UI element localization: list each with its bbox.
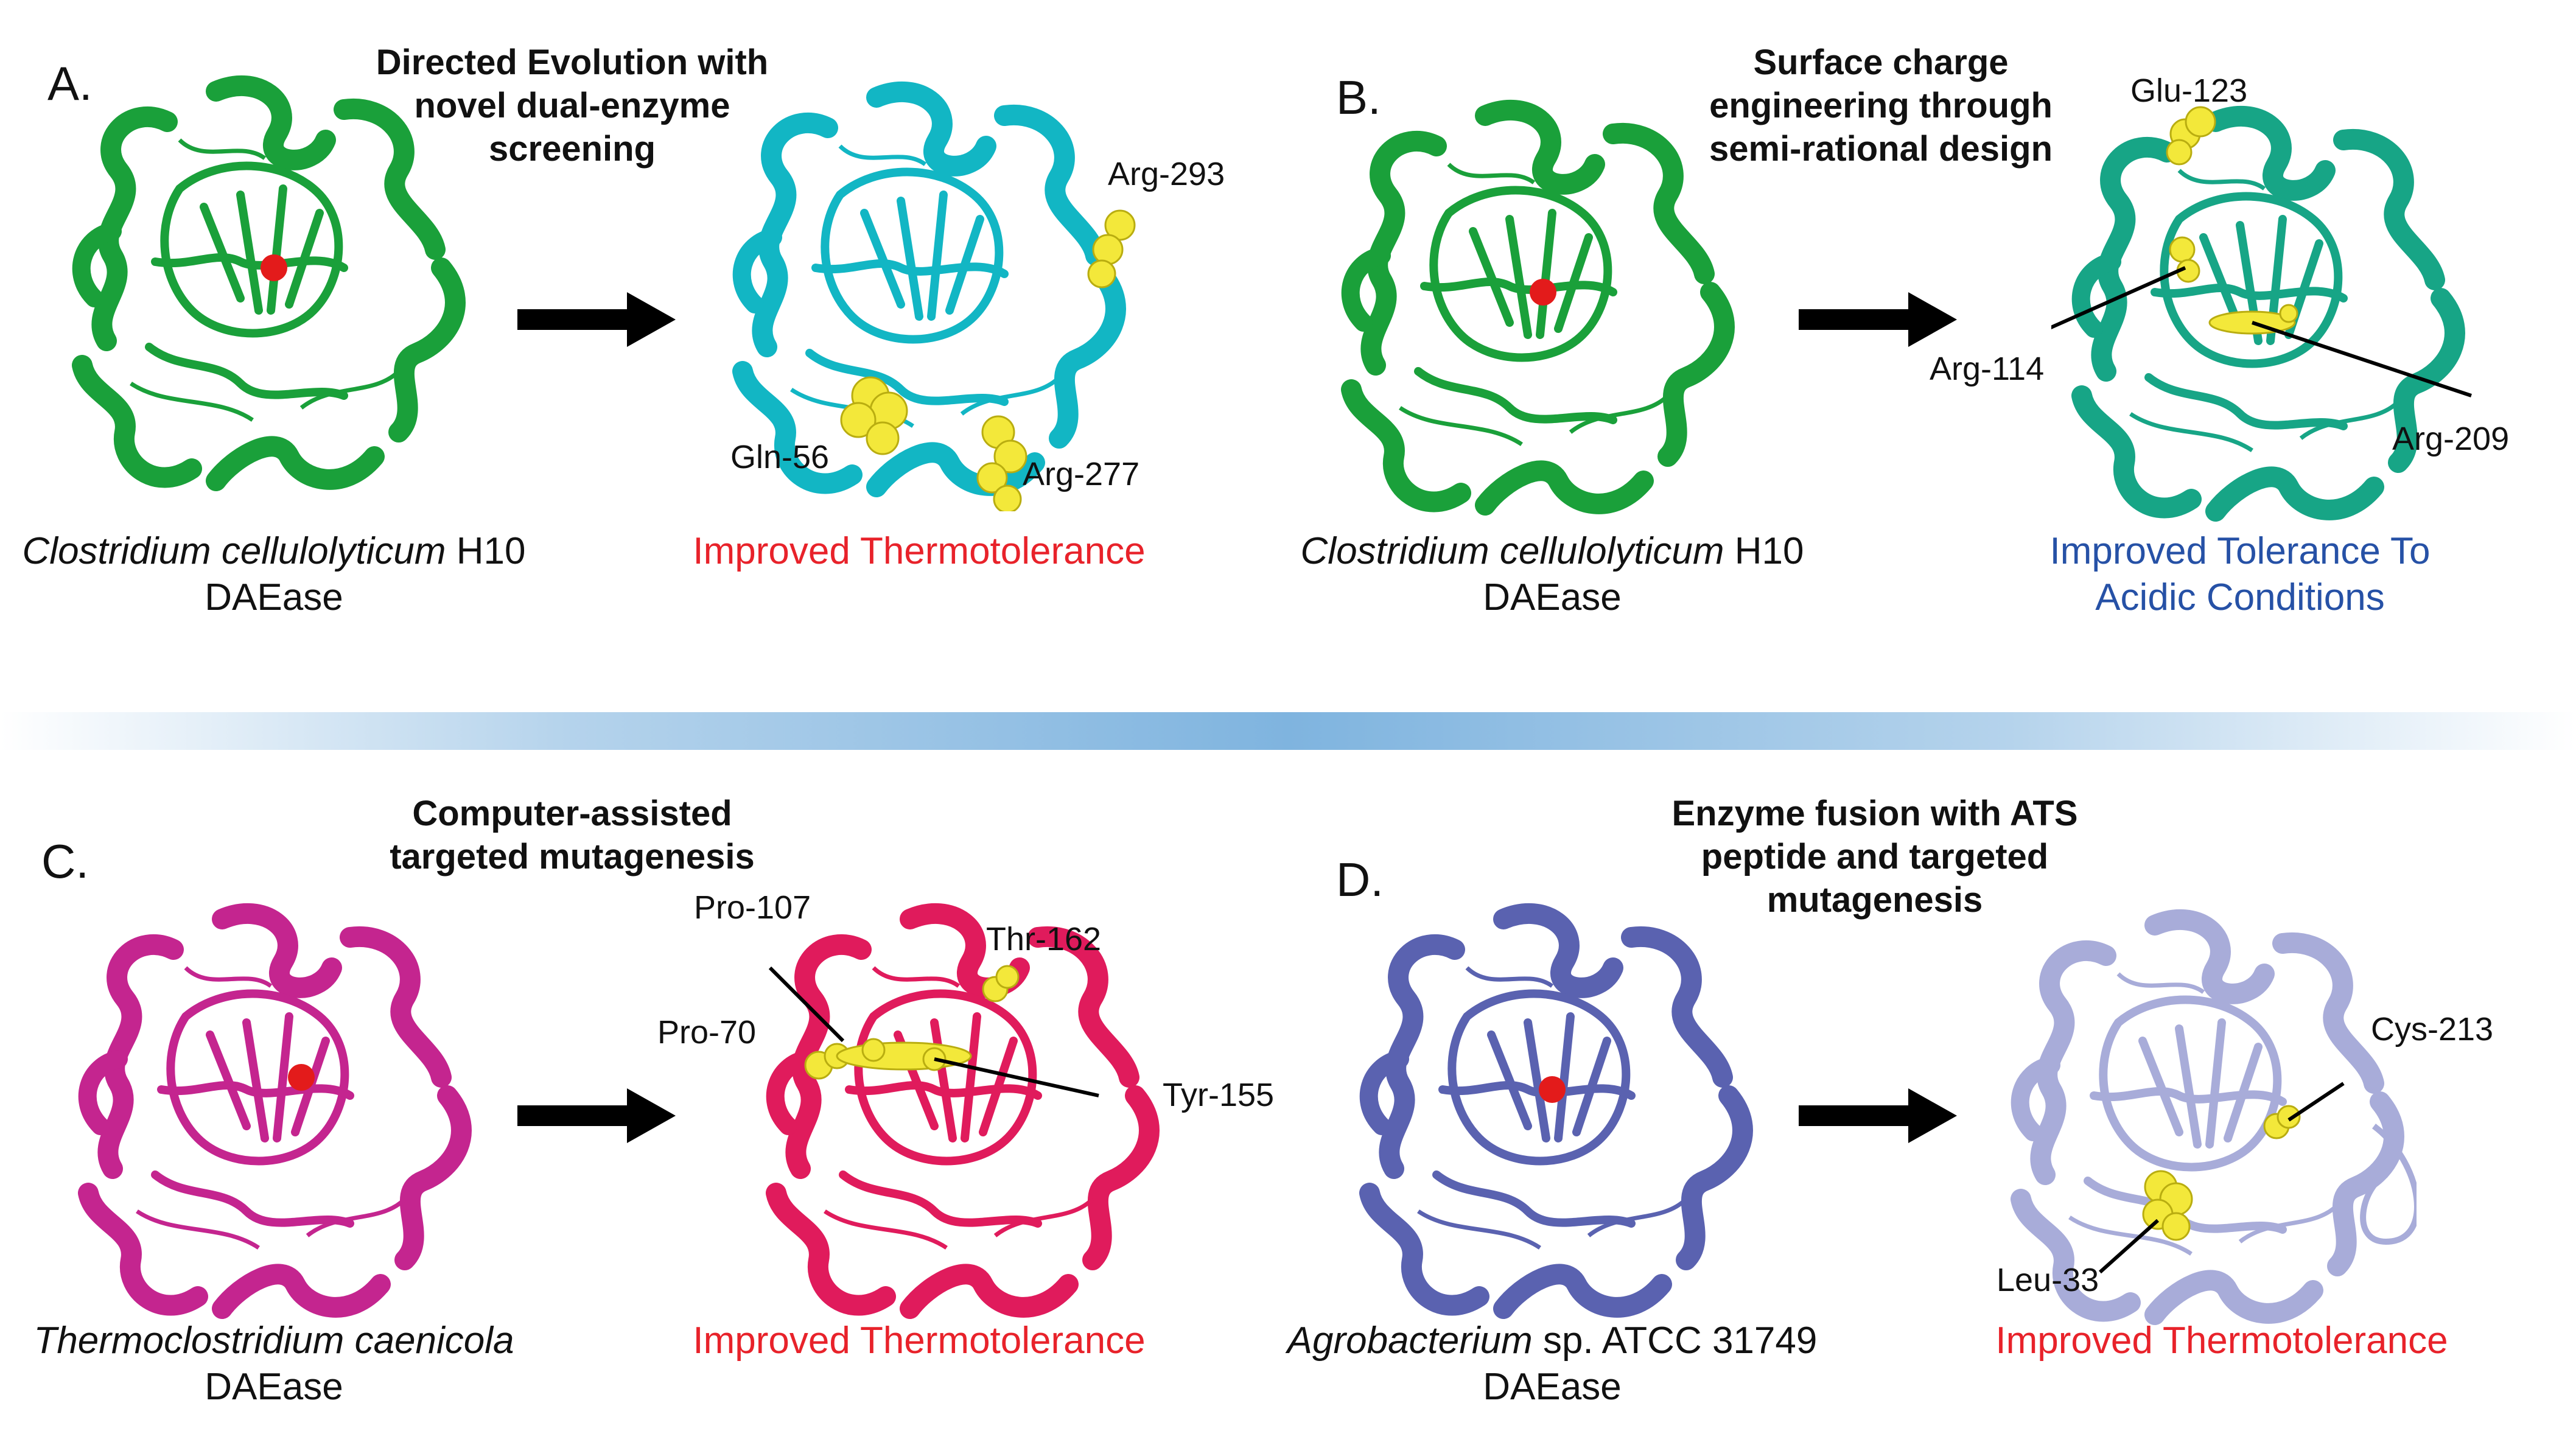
residue-label: Gln-56 (730, 439, 830, 475)
panel-b-method-line: engineering through (1709, 85, 2053, 125)
metal-ion-icon (1539, 1076, 1566, 1103)
panel-c-method-line: targeted mutagenesis (390, 836, 755, 876)
panel-d-wild-type-protein (1339, 895, 1765, 1333)
panel-b-outcome: Improved Tolerance To Acidic Conditions (1966, 528, 2514, 620)
panel-b-wild-type-protein (1321, 91, 1747, 530)
source-organism: Clostridium cellulolyticum H10 (1278, 528, 1826, 575)
strain-name: sp. ATCC 31749 (1532, 1320, 1818, 1362)
panel-d-method-line: peptide and targeted (1701, 836, 2049, 876)
panel-d-source-caption: Agrobacterium sp. ATCC 31749 DAEase (1278, 1318, 1826, 1410)
panel-b-arrow-icon (1799, 292, 1957, 347)
panel-d-method: Enzyme fusion with ATS peptide and targe… (1631, 792, 2118, 922)
metal-ion-icon (1530, 279, 1556, 306)
panel-a-method: Directed Evolution with novel dual-enzym… (341, 41, 803, 170)
residue-label: Glu-123 (2130, 72, 2248, 109)
enzyme-name: DAEase (1483, 1365, 1622, 1408)
panel-c-wild-type-protein (58, 895, 484, 1333)
residue-label: Arg-293 (1108, 156, 1225, 192)
source-organism: Clostridium cellulolyticum H10 (0, 528, 548, 575)
panel-b-letter: B. (1336, 71, 1381, 124)
species-name: Clostridium cellulolyticum (1300, 530, 1724, 572)
panel-c-method: Computer-assisted targeted mutagenesis (341, 792, 803, 879)
residue-label: Tyr-155 (1163, 1077, 1275, 1113)
panel-c-mutant-protein (746, 895, 1172, 1333)
panel-d-arrow-icon (1799, 1088, 1957, 1143)
species-name: Clostridium cellulolyticum (22, 530, 446, 572)
residue-label: Arg-209 (2392, 421, 2510, 457)
source-organism: Agrobacterium sp. ATCC 31749 (1278, 1318, 1826, 1364)
panel-c-letter: C. (41, 834, 89, 888)
panel-c-method-line: Computer-assisted (412, 794, 732, 833)
residue-label: Leu-33 (1997, 1262, 2099, 1298)
panel-a-letter: A. (47, 57, 93, 110)
panel-d-method-line: mutagenesis (1766, 880, 1983, 920)
panel-d-method-line: Enzyme fusion with ATS (1671, 794, 2078, 833)
residue-label: Thr-162 (986, 921, 1102, 957)
strain-name: H10 (446, 530, 526, 572)
panel-a-source-caption: Clostridium cellulolyticum H10 DAEase (0, 528, 548, 620)
species-name: Agrobacterium (1287, 1320, 1533, 1362)
panel-d-mutant-protein (1990, 901, 2417, 1339)
panel-b-source-caption: Clostridium cellulolyticum H10 DAEase (1278, 528, 1826, 620)
residue-label: Arg-114 (1930, 351, 2045, 387)
panel-b-mutant-protein (2051, 97, 2472, 536)
enzyme-name: DAEase (1483, 576, 1622, 618)
outcome-line: Acidic Conditions (2095, 576, 2385, 618)
panel-a-method-line: Directed Evolution with (376, 43, 769, 82)
residue-label: Cys-213 (2371, 1011, 2494, 1048)
section-divider (0, 712, 2576, 750)
enzyme-name: DAEase (205, 1365, 343, 1408)
outcome-line: Improved Tolerance To (2049, 530, 2431, 572)
residue-label: Arg-277 (1023, 456, 1140, 492)
panel-b-method-line: semi-rational design (1709, 128, 2053, 169)
panel-d-letter: D. (1336, 853, 1384, 906)
source-organism: Thermoclostridium caenicola (0, 1318, 548, 1364)
panel-b-method-line: Surface charge (1753, 43, 2009, 82)
outcome-line: Improved Thermotolerance (693, 1320, 1146, 1362)
panel-a-outcome: Improved Thermotolerance (645, 528, 1193, 575)
metal-ion-icon (261, 254, 287, 281)
panel-a-mutant-protein (712, 73, 1136, 511)
residue-label: Pro-70 (657, 1014, 757, 1051)
panel-a-method-line: screening (489, 128, 656, 169)
metal-ion-icon (288, 1064, 315, 1091)
strain-name: H10 (1724, 530, 1804, 572)
panel-c-outcome: Improved Thermotolerance (645, 1318, 1193, 1364)
panel-a-arrow-icon (517, 292, 676, 347)
outcome-line: Improved Thermotolerance (1995, 1320, 2448, 1362)
panel-d-outcome: Improved Thermotolerance (1948, 1318, 2496, 1364)
panel-a-wild-type-protein (52, 67, 478, 505)
panel-c-source-caption: Thermoclostridium caenicola DAEase (0, 1318, 548, 1410)
outcome-line: Improved Thermotolerance (693, 530, 1146, 572)
panel-b-method: Surface charge engineering through semi-… (1643, 41, 2118, 170)
panel-c-arrow-icon (517, 1088, 676, 1143)
species-name: Thermoclostridium caenicola (33, 1320, 514, 1362)
residue-label: Pro-107 (694, 889, 811, 926)
enzyme-name: DAEase (205, 576, 343, 618)
panel-a-method-line: novel dual-enzyme (414, 85, 730, 125)
